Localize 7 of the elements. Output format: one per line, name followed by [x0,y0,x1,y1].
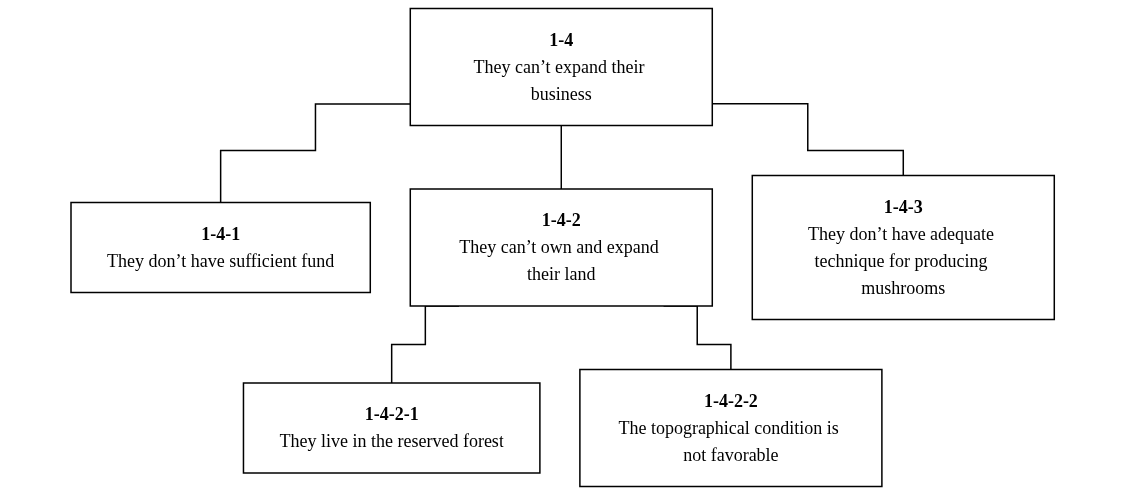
node-box: 1-4 They can’t expand their business [409,7,714,127]
node-box: 1-4-2-1 They live in the reserved forest [243,382,541,474]
node-box: 1-4-3 They don’t have adequate technique for producing mushrooms [751,174,1056,321]
node-box: 1-4-2 They can’t own and expand their land [409,188,714,307]
node-box: 1-4-2-2 The topographical condition is not favorable [579,368,883,488]
node-box: 1-4-1 They don’t have sufficient fund [70,201,372,294]
connector [560,124,563,190]
